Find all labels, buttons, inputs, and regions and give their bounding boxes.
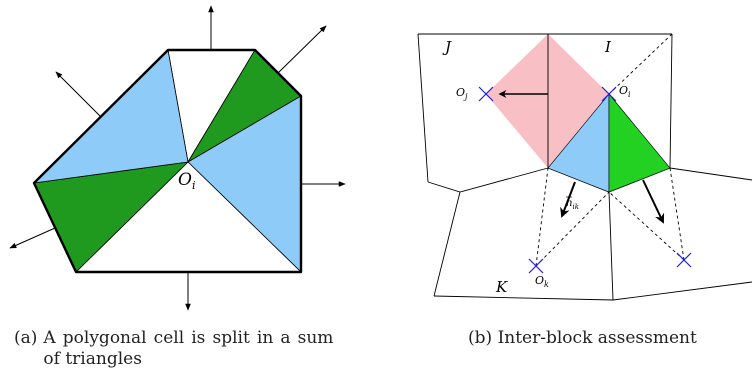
- cell-boundary-k-left: [433, 191, 461, 297]
- normal-arrow-top-left: [55, 71, 102, 118]
- triangle-top-left-blue: [32, 49, 189, 184]
- panel-a-polygonal-cell: Oi: [9, 5, 346, 311]
- caption-b-text: Inter-block assessment: [497, 328, 697, 348]
- dashed-right-up: [669, 167, 685, 261]
- panel-b-inter-block: J I K Oj Oi Ok nik: [417, 33, 753, 301]
- dashed-ok-to-oi: [535, 191, 610, 267]
- cell-boundary-i-right: [669, 33, 673, 169]
- dashed-oi-to-corner: [608, 33, 673, 95]
- dashed-right-diag: [608, 191, 685, 261]
- center-label-oi: Oi: [178, 170, 195, 192]
- pink-diamond: [486, 34, 609, 168]
- cell-label-i: I: [604, 38, 612, 56]
- cell-boundary-jk: [427, 167, 549, 193]
- point-label-ok: Ok: [535, 274, 549, 289]
- cell-label-j: J: [442, 38, 452, 56]
- normal-arrow-right-face: [642, 179, 665, 224]
- cell-label-k: K: [495, 278, 508, 296]
- cross-oi: [601, 86, 617, 102]
- dashed-ok-to-face: [535, 167, 549, 267]
- cross-ok: [528, 258, 544, 274]
- cell-boundary-bottom: [433, 281, 753, 301]
- point-label-oj: Oj: [456, 86, 468, 101]
- caption-panel-b: (b) Inter-block assessment: [468, 328, 748, 349]
- caption-panel-a: (a) A polygonal cell is split in a sum o…: [14, 328, 364, 370]
- caption-a-tag: (a): [14, 328, 38, 348]
- point-label-oi: Oi: [619, 84, 631, 99]
- cross-oj: [478, 86, 494, 102]
- polygon-outline: [32, 48, 303, 274]
- normal-label-nik: nik: [566, 198, 579, 211]
- caption-b-tag: (b): [468, 328, 493, 348]
- normal-arrow-bottom-left: [9, 227, 56, 249]
- cross-right: [676, 252, 692, 268]
- green-triangle: [608, 93, 671, 193]
- normal-arrow-nik: [560, 181, 576, 218]
- cell-boundary-left: [417, 33, 429, 183]
- caption-a-text: A polygonal cell is split in a sum of tr…: [43, 328, 334, 369]
- normal-arrow-top-right: [277, 25, 327, 74]
- cell-boundary-k-mid: [608, 191, 614, 301]
